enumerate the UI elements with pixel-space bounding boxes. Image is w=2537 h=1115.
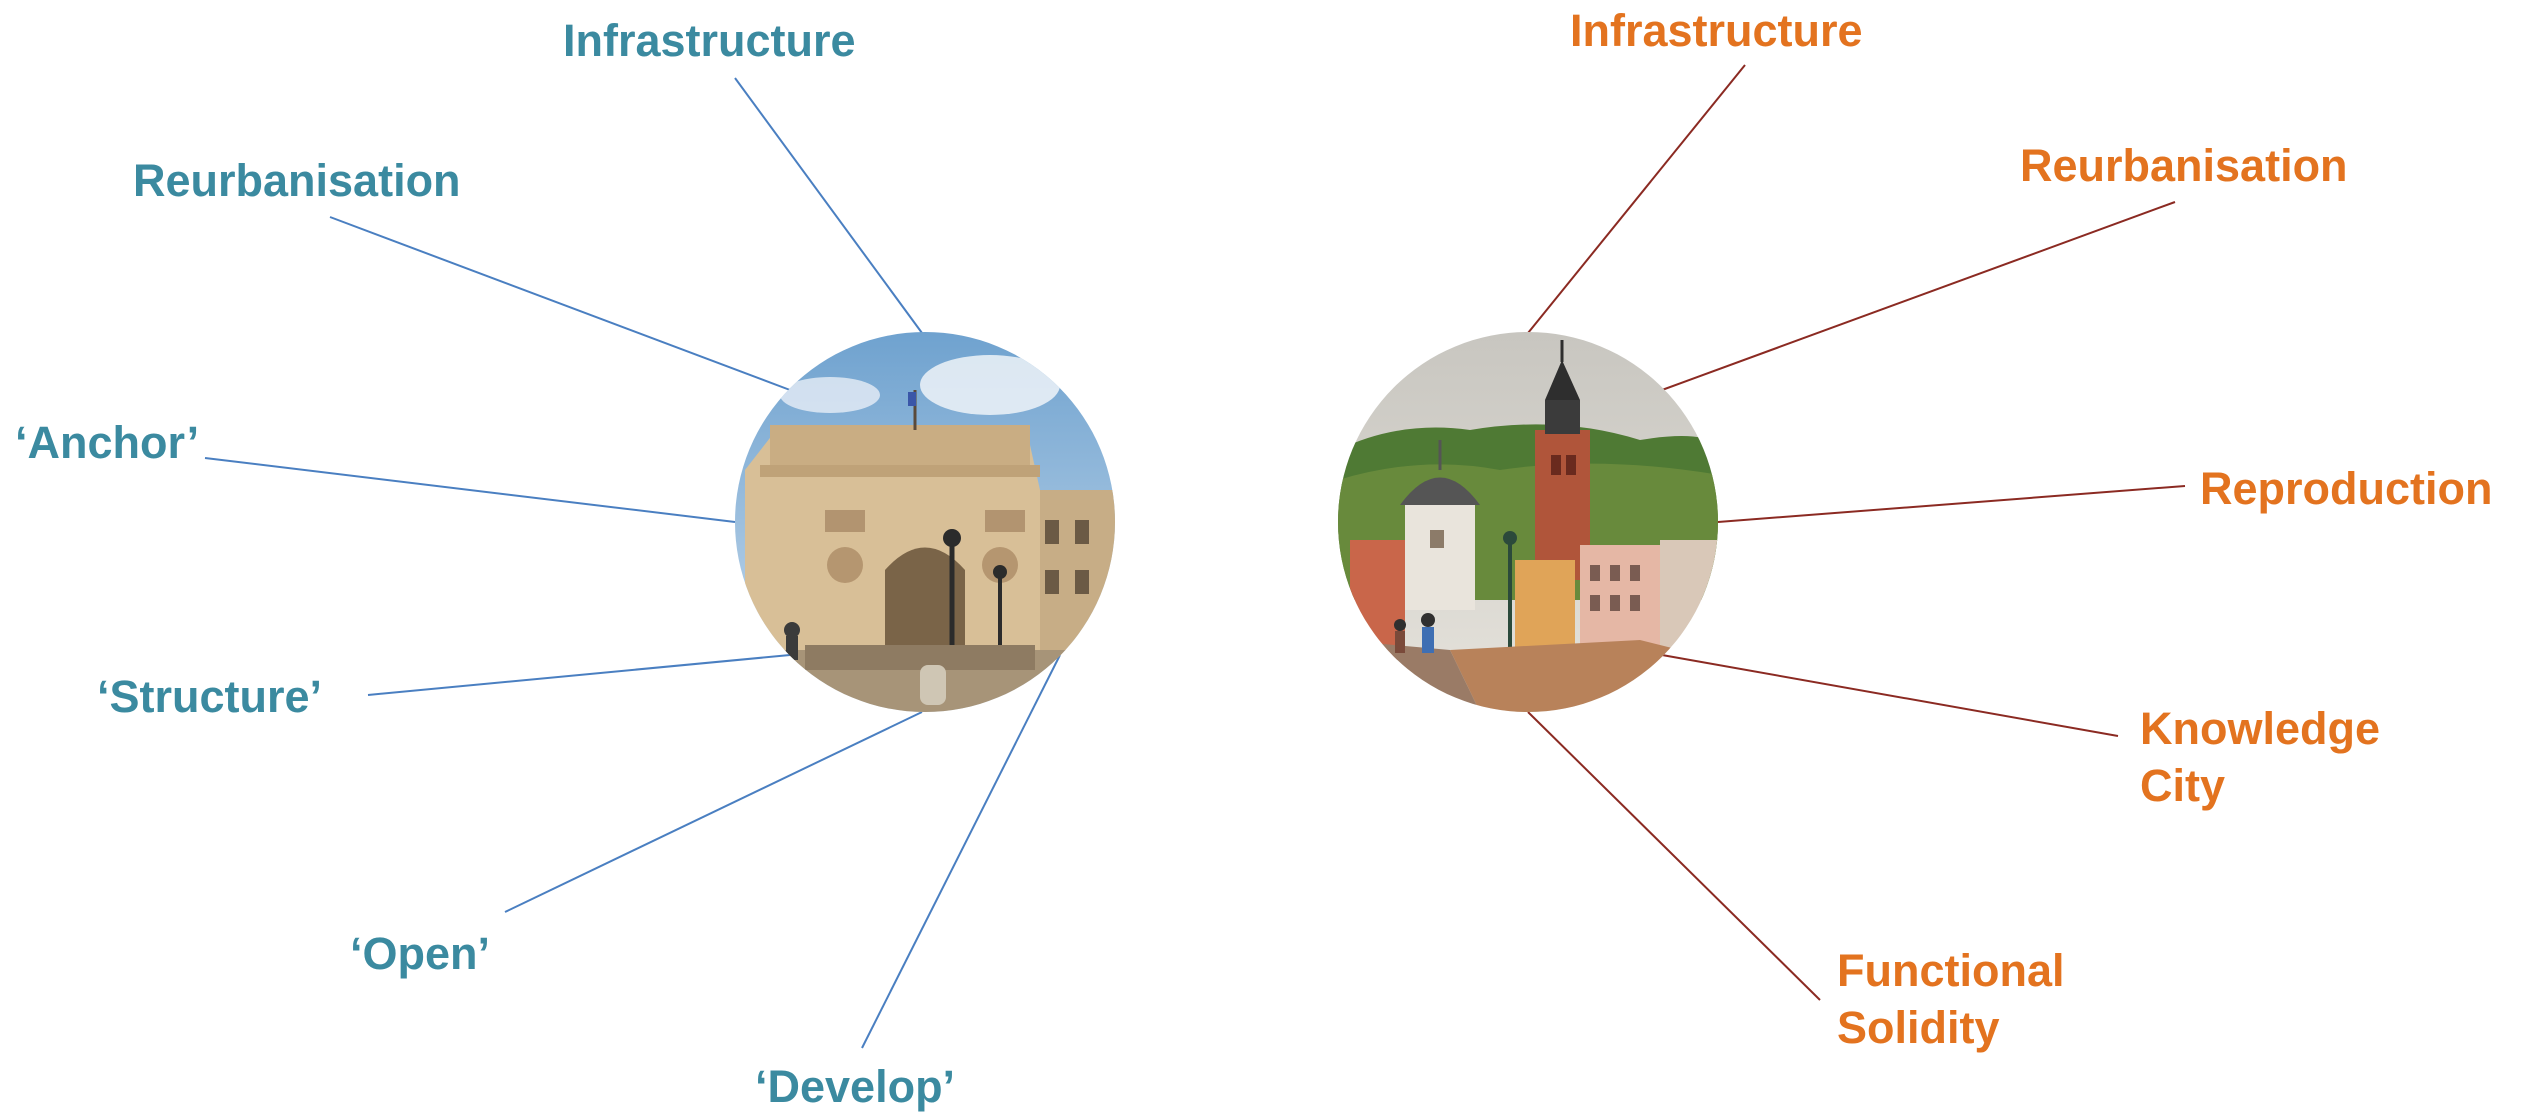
line-open — [504, 711, 923, 913]
label-knowledge-city-line2: City — [2140, 760, 2226, 811]
label-anchor: ‘Anchor’ — [15, 417, 200, 468]
line-structure — [367, 654, 791, 696]
label-functional-solidity-line1: Functional — [1837, 945, 2065, 996]
label-reproduction: Reproduction — [2200, 463, 2493, 514]
line-reurbanisation-right — [1661, 201, 2176, 391]
label-functional-solidity: Functional Solidity — [1837, 942, 2064, 1056]
line-infrastructure-right — [1527, 64, 1746, 334]
label-knowledge-city-line1: Knowledge — [2140, 703, 2381, 754]
line-functional-solidity — [1527, 711, 1821, 1001]
label-develop: ‘Develop’ — [755, 1061, 956, 1112]
line-reurbanisation-left — [329, 216, 791, 391]
left-connector-lines — [204, 77, 1061, 1049]
left-photo-triumphal-arch — [735, 332, 1115, 712]
label-infrastructure-left: Infrastructure — [563, 15, 856, 66]
label-open: ‘Open’ — [350, 928, 491, 979]
right-photo-old-town — [1338, 332, 1718, 712]
right-connector-lines — [1527, 64, 2186, 1001]
line-knowledge-city — [1661, 654, 2119, 737]
label-functional-solidity-line2: Solidity — [1837, 1002, 2000, 1053]
label-structure: ‘Structure’ — [97, 671, 323, 722]
label-reurbanisation-right: Reurbanisation — [2020, 140, 2348, 191]
line-anchor — [204, 457, 736, 523]
label-reurbanisation-left: Reurbanisation — [133, 155, 461, 206]
line-reproduction — [1717, 485, 2186, 523]
label-knowledge-city: Knowledge City — [2140, 700, 2380, 814]
line-develop — [861, 654, 1061, 1049]
label-infrastructure-right: Infrastructure — [1570, 5, 1863, 56]
line-infrastructure-left — [734, 77, 923, 334]
